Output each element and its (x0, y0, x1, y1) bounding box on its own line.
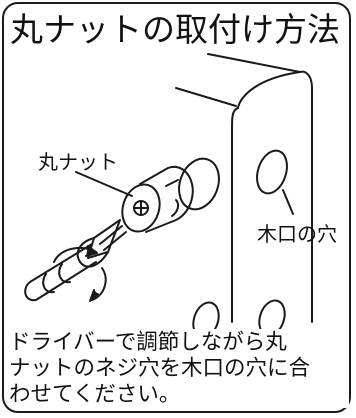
rotation-arrow-lower (91, 267, 107, 301)
instruction-line-2: ナットのネジ穴を木口の穴に合 (9, 356, 311, 381)
panel-face-line (175, 87, 237, 107)
panel-edge-line (207, 53, 301, 73)
screwdriver-icon (24, 219, 127, 302)
instruction-line-1: ドライバーで調節しながら丸 (9, 330, 287, 355)
wood-hole (256, 149, 288, 195)
wood-hole-label: 木口の穴 (257, 222, 337, 246)
instruction-line-3: わせてください。 (9, 382, 181, 407)
wood-hole-leader (282, 189, 294, 215)
wooden-panel (231, 70, 313, 323)
washer-disc (178, 157, 220, 211)
round-nut (121, 165, 194, 233)
nut-label: 丸ナット (38, 150, 118, 174)
nut-leader (75, 171, 133, 197)
panel-top-curve (237, 71, 301, 109)
page-title: 丸ナットの取付け方法 (10, 10, 340, 49)
instructions-text: ドライバーで調節しながら丸 ナットのネジ穴を木口の穴に合 わせてください。 (9, 329, 349, 408)
